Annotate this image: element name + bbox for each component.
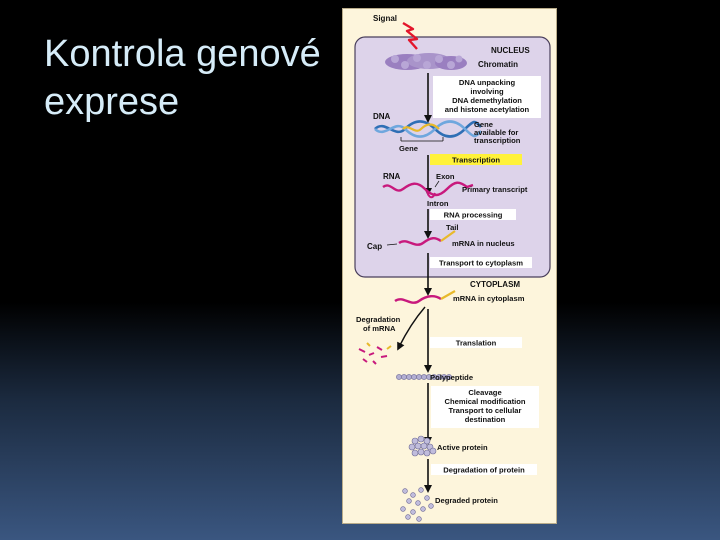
dna-unpacking-line-1: DNA unpacking: [459, 78, 516, 87]
slide-title-line-1: Kontrola genové: [44, 33, 321, 75]
active-protein-icon: [408, 435, 437, 457]
transport-cytoplasm-label: Transport to cytoplasm: [439, 259, 523, 268]
slide-title-line-2: exprese: [44, 81, 180, 123]
mrna-nucleus-strand: [398, 237, 442, 246]
nucleus-label: NUCLEUS: [491, 46, 530, 55]
translation-label: Translation: [456, 339, 497, 348]
intron-label: Intron: [427, 199, 449, 208]
signal-bolt-icon: [402, 21, 419, 50]
chromatin-icon: [385, 53, 467, 70]
cytoplasm-label: CYTOPLASM: [470, 280, 520, 289]
dna-unpacking-line-2: involving: [470, 87, 504, 96]
signal-label: Signal: [373, 14, 397, 23]
gene-label: Gene: [399, 144, 418, 153]
rna-label: RNA: [383, 172, 401, 181]
gene-available-line-3: transcription: [474, 136, 521, 145]
polypeptide-chain-icon: [396, 374, 452, 380]
gene-available-line-1: Gene: [474, 120, 493, 129]
dna-unpacking-line-4: and histone acetylation: [445, 105, 530, 114]
degradation-protein-label: Degradation of protein: [443, 466, 525, 475]
cleavage-line-2: Chemical modification: [444, 397, 525, 406]
primary-transcript-label: Primary transcript: [462, 185, 528, 194]
tail-label: Tail: [446, 223, 459, 232]
cleavage-line-4: destination: [465, 415, 506, 424]
gene-expression-diagram: Signal NUCLEUS Chromatin DNA unpacking i…: [342, 8, 557, 524]
degraded-protein-label: Degraded protein: [435, 496, 498, 505]
primary-transcript-strand: [382, 181, 474, 197]
degradation-mrna-line-2: of mRNA: [363, 324, 396, 333]
mrna-cytoplasm-strand: [394, 295, 442, 304]
polypeptide-label: Polypeptide: [430, 373, 473, 382]
dna-unpacking-line-3: DNA demethylation: [452, 96, 522, 105]
mrna-nucleus-label: mRNA in nucleus: [452, 239, 515, 248]
slide-title: Kontrola genové exprese: [44, 30, 334, 126]
degraded-mrna-fragments-icon: [358, 342, 392, 365]
rna-processing-label: RNA processing: [444, 211, 503, 220]
mrna-cytoplasm-label: mRNA in cytoplasm: [453, 294, 525, 303]
degradation-mrna-line-1: Degradation: [356, 315, 401, 324]
dna-helix-icon: [374, 120, 482, 138]
dna-label: DNA: [373, 112, 391, 121]
cleavage-line-1: Cleavage: [468, 388, 501, 397]
chromatin-label: Chromatin: [478, 60, 518, 69]
gene-available-line-2: available for: [474, 128, 518, 137]
active-protein-label: Active protein: [437, 443, 488, 452]
transcription-label: Transcription: [452, 156, 500, 165]
cap-label: Cap: [367, 242, 382, 251]
degraded-protein-icon: [400, 487, 434, 522]
exon-label: Exon: [436, 172, 455, 181]
cleavage-line-3: Transport to cellular: [448, 406, 521, 415]
